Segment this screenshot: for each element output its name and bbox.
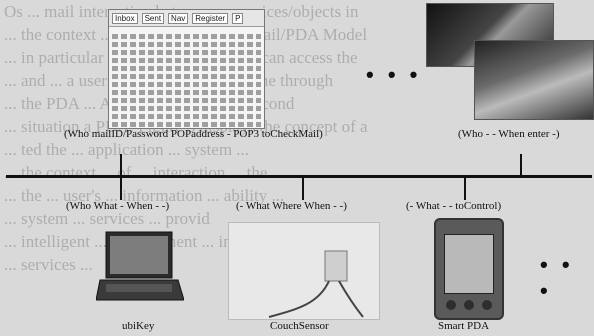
label-mail-context: (Who mailID/Password POPaddress - POP3 t… <box>64 128 323 140</box>
sensor-device-icon <box>268 250 364 318</box>
background-text-line: ... the context ... of ... interaction .… <box>4 163 268 182</box>
mail-list <box>109 27 264 134</box>
caption-ubikey: ubiKey <box>122 320 155 332</box>
mail-toolbar-button[interactable]: Nav <box>168 12 189 24</box>
background-text-line: ... the ... user's ... information ... a… <box>4 186 285 205</box>
mail-toolbar-button[interactable]: P <box>232 12 244 24</box>
mail-toolbar-button[interactable]: Inbox <box>112 12 138 24</box>
mail-row <box>112 58 261 63</box>
mail-row <box>112 66 261 71</box>
ellipsis-top: • • • <box>366 62 422 87</box>
ellipsis-bottom: • • • <box>540 252 574 303</box>
scene-photo-2 <box>474 40 594 120</box>
mail-row <box>112 106 261 111</box>
timeline-tick <box>464 178 466 200</box>
mail-row <box>112 34 261 39</box>
timeline-tick <box>520 154 522 175</box>
label-couch-context: (- What Where When - -) <box>236 200 347 212</box>
mail-row <box>112 90 261 95</box>
timeline-axis <box>6 175 592 178</box>
couch-sensor-image <box>228 222 380 320</box>
label-ubikey-context: (Who What - When - -) <box>66 200 170 212</box>
laptop-image <box>96 231 184 301</box>
background-text-line: ... system ... services ... provid <box>4 209 210 228</box>
mail-row <box>112 114 261 119</box>
background-text-line: ... ted the ... application ... system .… <box>4 140 250 159</box>
pda-screen <box>444 234 494 294</box>
pda-button <box>446 300 456 310</box>
pda-button <box>464 300 474 310</box>
mail-row <box>112 50 261 55</box>
mail-row <box>112 42 261 47</box>
timeline-tick <box>120 154 122 175</box>
background-text-line: ... services ... <box>4 255 93 274</box>
mail-row <box>112 122 261 127</box>
mail-toolbar-button[interactable]: Sent <box>141 12 165 24</box>
mail-toolbar-button[interactable]: Register <box>192 12 229 24</box>
timeline-tick <box>120 178 122 200</box>
mail-row <box>112 82 261 87</box>
caption-smart-pda: Smart PDA <box>438 320 490 332</box>
pda-image <box>434 218 504 320</box>
timeline-tick <box>302 178 304 200</box>
pda-button <box>482 300 492 310</box>
mail-row <box>112 74 261 79</box>
label-pda-context: (- What - - toControl) <box>406 200 502 212</box>
caption-couch-sensor: CouchSensor <box>270 320 329 332</box>
label-enter-context: (Who - - When enter -) <box>458 128 560 140</box>
mail-row <box>112 98 261 103</box>
